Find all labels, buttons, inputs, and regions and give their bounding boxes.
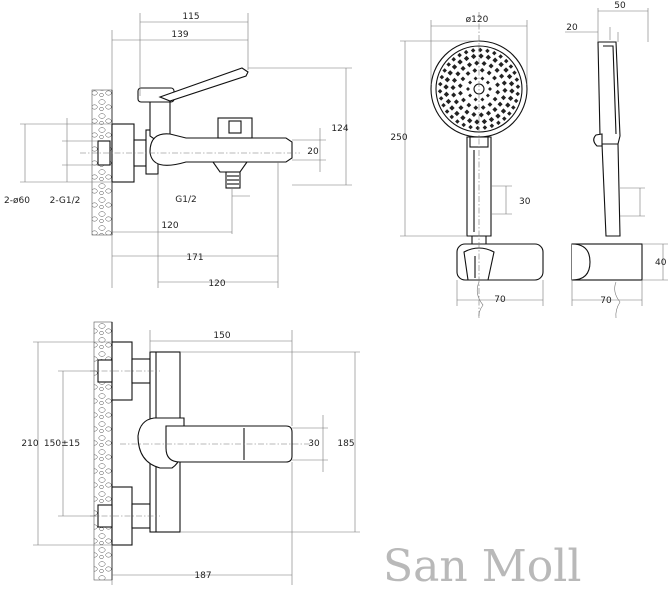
nozzle-dot: [460, 65, 466, 71]
nozzle-dot: [457, 52, 462, 58]
nozzle-dot: [447, 70, 453, 76]
nozzle-dot: [505, 102, 511, 108]
nozzle-dot: [470, 48, 476, 53]
nozzle-dot: [439, 74, 445, 80]
nozzle-dot: [495, 113, 501, 119]
nozzle-dot: [511, 105, 516, 110]
dim-height-124: 124: [331, 124, 348, 134]
mixer-front-view: 150 210 150±15 30 185 187: [21, 321, 360, 585]
nozzle-dot: [468, 93, 473, 98]
nozzle-dot: [466, 87, 470, 91]
dim-holder-height-40: 40: [655, 258, 667, 268]
dim-length-171: 171: [186, 253, 203, 263]
dim-pipe-20: 20: [307, 147, 319, 157]
nozzle-dot: [494, 67, 500, 73]
dim-width-50: 50: [614, 1, 626, 11]
dim-width-150: 150: [213, 331, 230, 341]
nozzle-dot: [451, 64, 458, 70]
nozzle-dot: [502, 116, 507, 121]
lever-handle: [158, 67, 249, 102]
nozzle-dot: [450, 85, 456, 91]
dim-width-115: 115: [182, 12, 199, 22]
nozzle-dot: [480, 105, 486, 110]
dim-diameter-2x60: 2-ø60: [4, 196, 30, 206]
nozzle-dot: [472, 68, 478, 73]
nozzle-dot: [492, 75, 497, 81]
hand-shower-side-view: 50 20 40 70: [565, 1, 668, 319]
dim-handle-30: 30: [519, 197, 531, 207]
nozzle-dot: [500, 95, 507, 101]
dim-spout-30: 30: [308, 439, 320, 449]
nozzle-dot: [457, 83, 463, 89]
nozzle-dot: [485, 80, 490, 85]
watermark-text: San Moll: [383, 541, 581, 592]
nozzle-dot: [444, 109, 450, 114]
nozzle-dot: [507, 111, 512, 116]
nozzle-dot: [479, 67, 485, 73]
nozzle-dot: [473, 76, 478, 81]
nozzle-dot: [474, 119, 480, 125]
nozzle-dot: [480, 76, 485, 81]
dim-holder-width-70: 70: [494, 295, 506, 305]
dim-width-139: 139: [171, 30, 188, 40]
dim-depth-120-outer: 120: [208, 279, 225, 289]
nozzle-dot: [467, 117, 473, 124]
dim-depth-120-inner: 120: [161, 221, 178, 231]
shower-handle-side: [601, 143, 621, 237]
dim-depth-187: 187: [194, 571, 211, 581]
nozzle-dot: [485, 93, 490, 98]
nozzle-dot: [503, 67, 509, 73]
nozzle-dot: [454, 110, 460, 117]
nozzle-dot: [465, 71, 471, 76]
nozzle-dot: [500, 108, 507, 114]
nozzle-dot: [495, 89, 501, 95]
nozzle-dot: [466, 102, 472, 108]
nozzle-dot: [474, 60, 480, 66]
nozzle-dot: [488, 87, 492, 91]
nozzle-dot: [506, 73, 513, 80]
nozzle-dot: [460, 76, 466, 82]
dim-thread-g12: G1/2: [175, 195, 196, 205]
hand-shower-front-view: ø120 250 30 70: [390, 12, 544, 319]
nozzle-dot: [445, 98, 452, 105]
dim-thread-2xg12: 2-G1/2: [50, 196, 81, 206]
nozzle-dot: [488, 116, 495, 123]
nozzle-dot: [461, 97, 466, 103]
nozzle-dot: [449, 105, 455, 111]
nozzle-dot: [443, 91, 450, 98]
nozzle-dot: [455, 71, 461, 77]
dim-spacing-150: 150±15: [44, 439, 80, 449]
nozzle-dot: [468, 80, 473, 85]
nozzle-dot: [473, 97, 478, 102]
nozzle-dot: [486, 70, 492, 76]
shower-head-side: [597, 41, 621, 145]
nozzle-dot: [458, 90, 463, 96]
nozzle-dot: [498, 61, 504, 68]
dim-head-diameter: ø120: [466, 15, 489, 25]
dim-height-210: 210: [21, 439, 38, 449]
nozzle-dot: [480, 97, 485, 102]
nozzle-dot: [508, 80, 515, 87]
nozzle-dot: [460, 115, 466, 121]
dim-height-185: 185: [337, 439, 354, 449]
spout-body: [149, 133, 293, 166]
nozzle-dot: [492, 96, 498, 102]
mixer-side-view: 115 139 124 20 2-ø60 2-G1/2 G1/2 120 171…: [4, 12, 352, 289]
dim-offset-20: 20: [566, 23, 578, 33]
dim-holder-depth-70: 70: [600, 296, 612, 306]
nozzle-dot: [509, 88, 515, 94]
dim-length-250: 250: [390, 133, 407, 143]
nozzle-dot: [443, 84, 449, 90]
